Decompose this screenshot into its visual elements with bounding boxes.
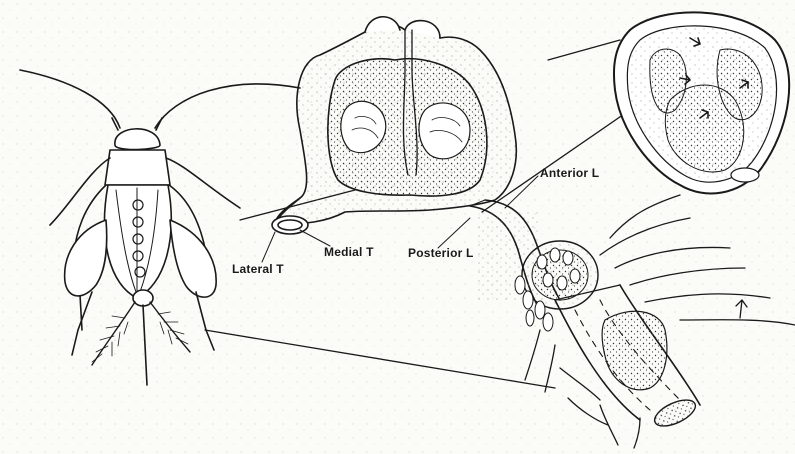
lateral-t-label: Lateral T xyxy=(232,262,284,276)
medial-t-label: Medial T xyxy=(324,245,374,259)
anterior-l-label: Anterior L xyxy=(540,166,599,180)
posterior-l-label: Posterior L xyxy=(408,246,474,260)
